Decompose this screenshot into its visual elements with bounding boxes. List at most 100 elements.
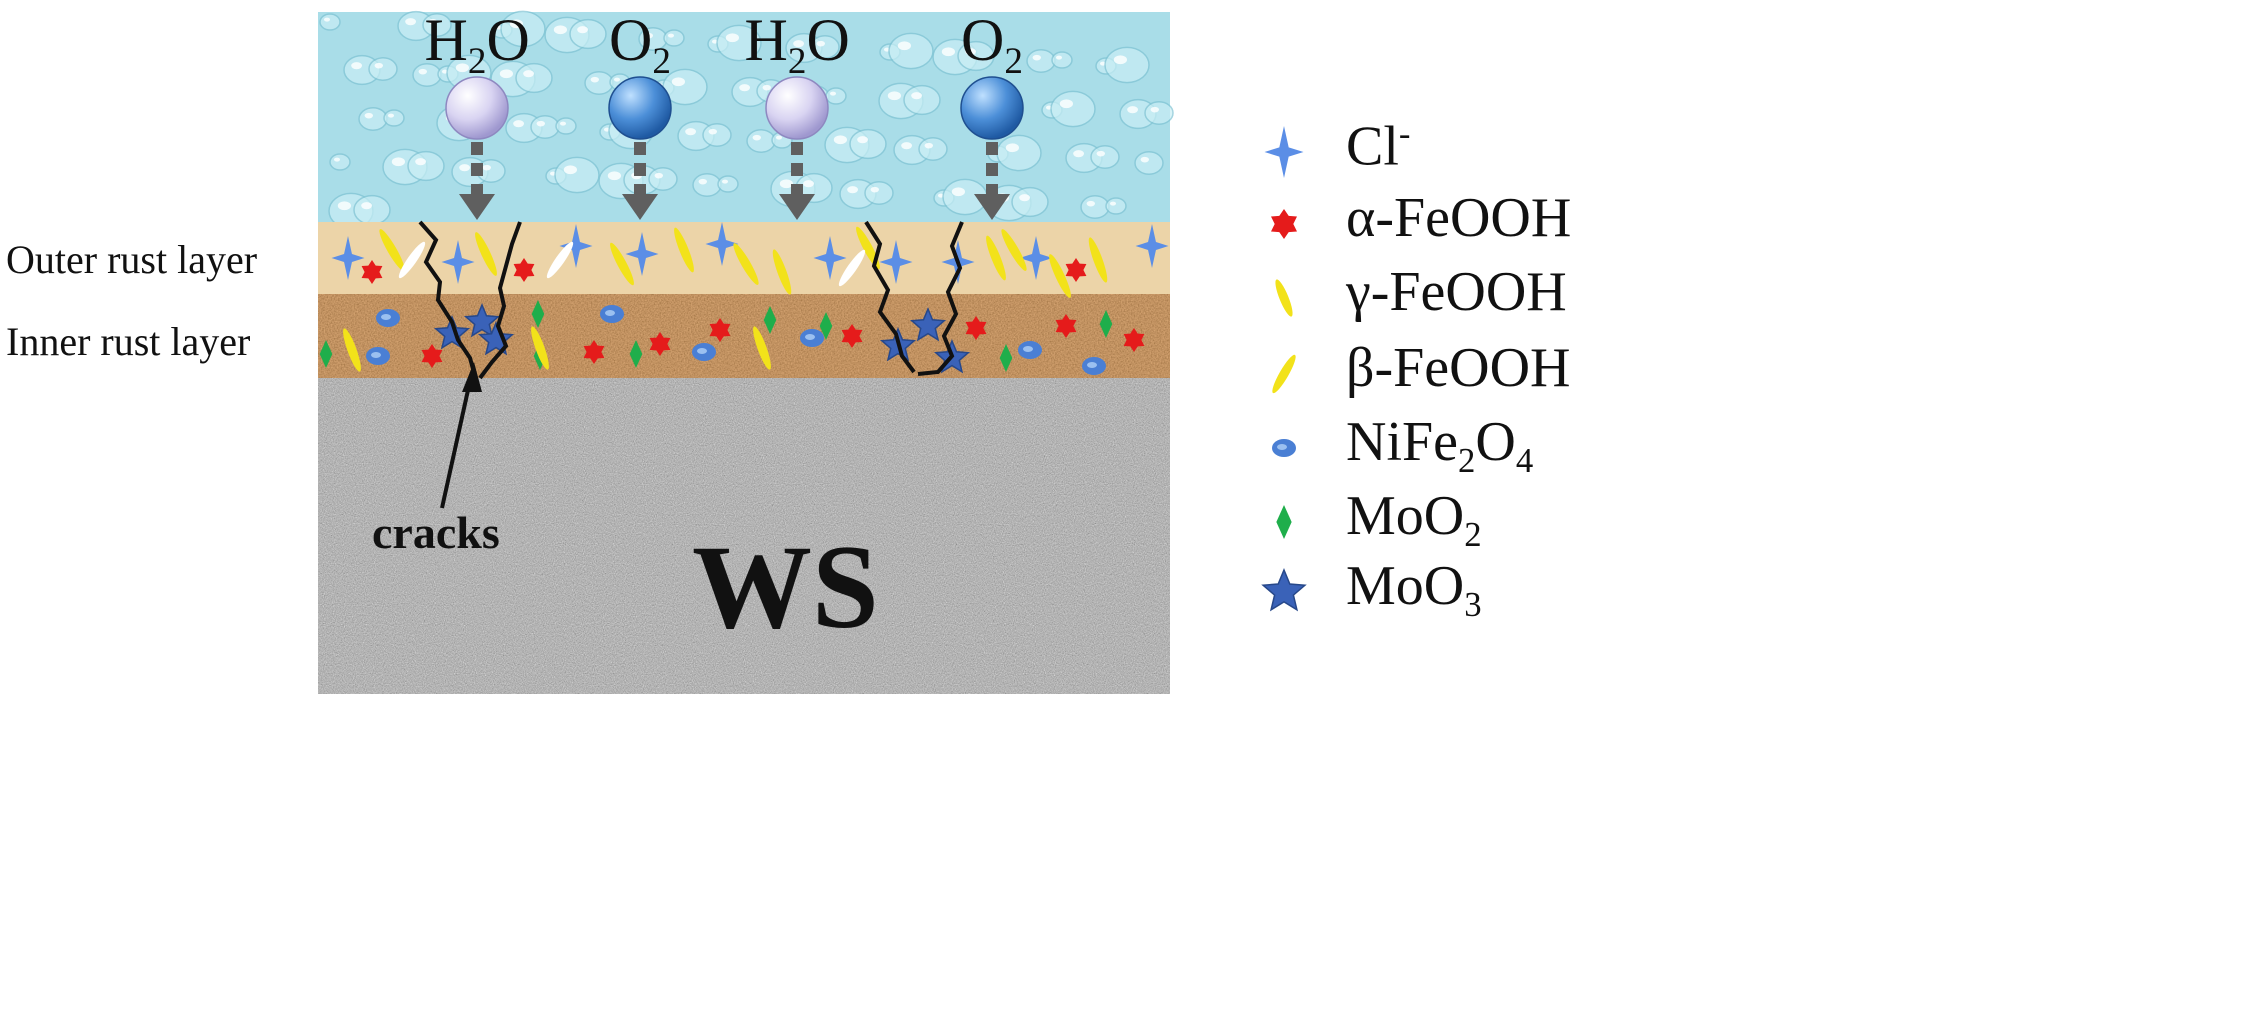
water-droplet-highlight xyxy=(833,135,848,145)
water-droplet-highlight xyxy=(830,91,836,96)
alpha-feooh-hexagram-icon xyxy=(583,340,605,364)
water-droplet xyxy=(864,181,894,205)
cl-sparkle-icon xyxy=(705,222,739,266)
moo2-diamond-icon xyxy=(531,300,545,328)
alpha-feooh-hexagram-icon xyxy=(841,324,863,348)
water-droplet xyxy=(422,13,452,37)
nife2o4-ellipse-icon xyxy=(376,309,400,327)
formula-base: H xyxy=(424,7,468,73)
water-droplet-highlight xyxy=(671,77,686,87)
water-droplet-highlight xyxy=(752,134,761,141)
legend-symbol xyxy=(1275,279,1293,317)
water-droplet-highlight xyxy=(553,25,568,35)
water-molecule xyxy=(445,76,509,220)
water-droplet xyxy=(746,129,776,153)
formula-base: O xyxy=(961,7,1005,73)
water-droplet xyxy=(530,115,560,139)
h2o-sphere-icon xyxy=(445,76,509,140)
water-droplet-highlight xyxy=(388,113,394,118)
gamma-feooh-dash-icon xyxy=(986,235,1006,281)
formula-subscript: 2 xyxy=(787,41,807,82)
h2o-label: H2O xyxy=(425,6,530,83)
alpha-feooh-hexagram-icon xyxy=(361,260,383,284)
water-droplet-highlight xyxy=(1110,201,1116,206)
water-droplet-highlight xyxy=(803,180,814,188)
legend-symbol xyxy=(1272,354,1296,394)
alpha-feooh-hexagram-icon xyxy=(965,316,987,340)
water-droplet xyxy=(1144,101,1174,125)
legend-symbol xyxy=(1261,568,1307,612)
water-droplet-highlight xyxy=(1096,150,1106,157)
legend-symbol xyxy=(1276,505,1292,539)
water-droplet-highlight xyxy=(698,178,707,185)
diffusion-arrow-head xyxy=(779,194,815,220)
water-droplet-highlight xyxy=(1005,143,1020,153)
gamma-feooh-dash-icon xyxy=(475,232,497,276)
water-droplet-highlight xyxy=(607,171,622,181)
water-droplet-highlight xyxy=(334,157,340,162)
water-droplet xyxy=(996,134,1042,172)
water-droplet xyxy=(1011,186,1049,218)
alpha-feooh-hexagram-icon xyxy=(513,258,535,282)
crack-right-a xyxy=(864,220,916,374)
water-droplet-highlight xyxy=(459,164,470,172)
water-droplet xyxy=(702,123,732,147)
water-droplet-highlight xyxy=(941,47,956,57)
water-droplet-highlight xyxy=(391,157,405,167)
gamma-feooh-dash-icon xyxy=(1049,254,1071,298)
cracks-pointer-line xyxy=(440,371,474,509)
diffusion-arrow-head xyxy=(459,194,495,220)
water-droplet xyxy=(663,29,685,47)
crack-left-b xyxy=(478,221,522,380)
water-droplet-highlight xyxy=(482,164,491,171)
water-droplet-highlight xyxy=(374,62,383,69)
water-droplet-highlight xyxy=(560,121,566,126)
water-droplet xyxy=(810,35,840,59)
o2-label: O2 xyxy=(609,6,671,83)
water-droplet xyxy=(888,32,934,70)
water-droplet-highlight xyxy=(513,120,524,128)
molecule-group xyxy=(445,76,1024,220)
beta-feooh-dash-icon xyxy=(1272,354,1296,394)
water-droplet-highlight xyxy=(351,62,362,70)
moo2-diamond-icon xyxy=(319,340,333,368)
water-droplet-highlight xyxy=(337,201,351,211)
moo2-diamond-icon xyxy=(629,340,643,368)
alpha-feooh-hexagram-icon xyxy=(649,332,671,356)
beta-feooh-dash-icon xyxy=(753,326,771,370)
water-droplet xyxy=(329,153,351,171)
water-droplet-highlight xyxy=(776,135,782,140)
gamma-feooh-dash-icon xyxy=(379,229,405,271)
moo3-star-icon xyxy=(1261,568,1307,612)
cl-sparkle-icon xyxy=(1019,236,1053,280)
water-droplet xyxy=(407,150,445,182)
o2-sphere-icon xyxy=(608,76,672,140)
water-droplets xyxy=(319,10,1174,230)
water-droplet xyxy=(903,84,941,116)
water-droplet xyxy=(648,167,678,191)
water-droplet xyxy=(358,107,388,131)
legend-label: γ-FeOOH xyxy=(1346,260,1567,324)
beta-feooh-dash-icon xyxy=(343,328,361,372)
water-droplet xyxy=(554,156,600,194)
legend-label: NiFe2O4 xyxy=(1346,410,1533,481)
cl-sparkle-icon xyxy=(1135,224,1169,268)
gamma-feooh-dash-icon xyxy=(733,243,759,285)
water-droplet-highlight xyxy=(614,77,620,82)
water-droplet-highlight xyxy=(415,158,426,166)
formula-base: H xyxy=(744,7,788,73)
water-droplet-highlight xyxy=(965,48,976,56)
formula-rest: O xyxy=(806,7,850,73)
alpha-feooh-hexagram-icon xyxy=(1271,209,1297,239)
legend-label: Cl- xyxy=(1346,114,1410,179)
white-fleck xyxy=(398,241,426,279)
water-droplet-highlight xyxy=(901,142,912,150)
moo3-star-icon xyxy=(463,303,501,338)
moo2-diamond-icon xyxy=(999,344,1013,372)
legend-label: MoO2 xyxy=(1346,484,1482,555)
crack-right-b xyxy=(917,221,964,376)
water-droplet-highlight xyxy=(793,40,804,48)
legend-label-part: 3 xyxy=(1464,585,1482,625)
water-droplet-highlight xyxy=(590,76,599,83)
moo2-diamond-icon xyxy=(763,306,777,334)
